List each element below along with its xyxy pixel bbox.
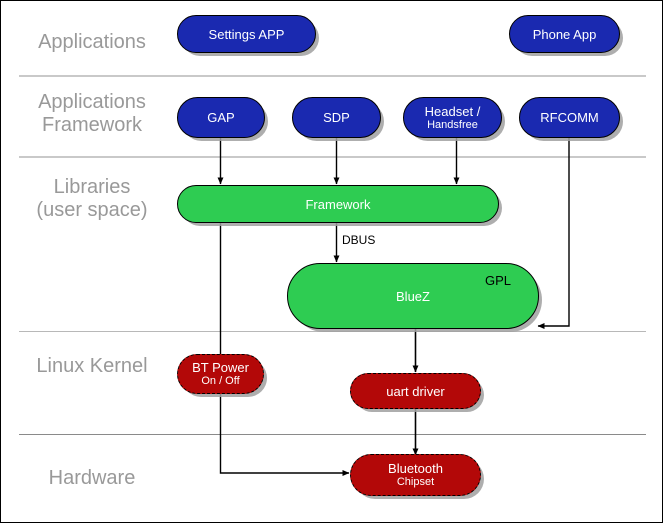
layer-label-hardware: Hardware xyxy=(48,467,136,489)
node-bluetooth-chipset-label: Bluetooth xyxy=(388,461,443,476)
node-sdp-label: SDP xyxy=(323,110,350,125)
divider-applications-framework xyxy=(19,156,646,158)
node-bt-power-sublabel: On / Off xyxy=(201,375,240,387)
divider-libraries xyxy=(19,331,646,332)
node-bluez[interactable]: GPL BlueZ xyxy=(287,263,539,329)
node-bluez-license-tag: GPL xyxy=(484,273,511,288)
node-rfcomm[interactable]: RFCOMM xyxy=(519,97,620,138)
node-bluetooth-chipset-sublabel: Chipset xyxy=(396,476,435,488)
node-headset-handsfree[interactable]: Headset / Handsfree xyxy=(403,97,502,138)
layer-label-linux-kernel: Linux Kernel xyxy=(36,355,148,377)
node-bt-power-label: BT Power xyxy=(192,360,249,375)
connector-framework-to-chipset xyxy=(219,222,350,476)
layer-label-libraries: Libraries (user space) xyxy=(36,176,148,221)
node-gap[interactable]: GAP xyxy=(177,97,265,138)
node-sdp[interactable]: SDP xyxy=(292,97,381,138)
node-headset-handsfree-sublabel: Handsfree xyxy=(427,118,478,131)
node-framework-label: Framework xyxy=(305,196,371,212)
divider-linux-kernel xyxy=(19,434,646,435)
node-phone-app[interactable]: Phone App xyxy=(509,15,620,53)
node-framework[interactable]: Framework xyxy=(177,185,499,223)
node-gap-label: GAP xyxy=(207,110,235,125)
node-phone-app-label: Phone App xyxy=(532,26,597,42)
node-rfcomm-label: RFCOMM xyxy=(540,110,599,125)
divider-applications xyxy=(19,75,646,77)
node-bluetooth-chipset[interactable]: Bluetooth Chipset xyxy=(350,454,481,496)
layer-label-applications: Applications xyxy=(38,31,146,53)
node-uart-driver-label: uart driver xyxy=(386,383,445,399)
node-bluez-label: BlueZ xyxy=(396,288,430,304)
layer-label-applications-framework: Applications Framework xyxy=(38,91,146,136)
node-settings-app[interactable]: Settings APP xyxy=(177,15,316,53)
edge-label-dbus: DBUS xyxy=(342,233,376,247)
node-headset-handsfree-label: Headset / xyxy=(424,103,481,119)
node-bt-power[interactable]: BT Power On / Off xyxy=(177,354,264,394)
node-settings-app-label: Settings APP xyxy=(208,26,285,42)
node-uart-driver[interactable]: uart driver xyxy=(350,373,481,409)
connector-rfcomm-to-bluez xyxy=(537,138,570,329)
